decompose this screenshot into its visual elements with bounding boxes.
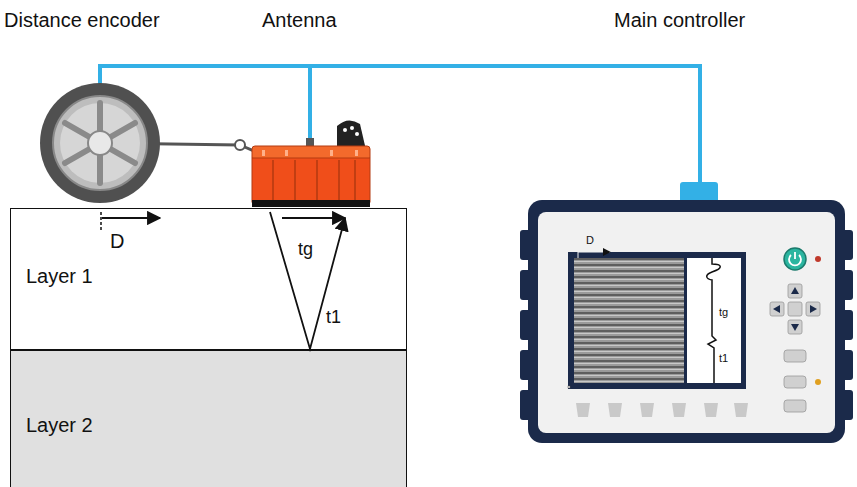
- time-symbol: tg: [298, 240, 313, 260]
- part-name: Main controller: [614, 9, 745, 31]
- ground-wave-arrow: [282, 217, 345, 219]
- time-symbol: t1: [326, 308, 341, 328]
- layer-fill: [10, 208, 407, 350]
- part-name: Antenna: [262, 9, 337, 31]
- screen-symbol: tg: [719, 306, 728, 318]
- encoder-wheel: [40, 83, 160, 203]
- layer-label: Layer 1: [26, 265, 93, 287]
- soil-layer: Layer 1: [10, 208, 407, 351]
- distance-arrow: [102, 217, 160, 219]
- screen-symbol: D: [586, 234, 594, 246]
- part-name: Distance encoder: [4, 9, 160, 31]
- cable: [100, 66, 700, 184]
- reflection-ray: [270, 212, 345, 349]
- antenna-unit: [252, 120, 370, 207]
- distance-symbol: D: [110, 230, 124, 252]
- screen-symbol: t1: [719, 352, 728, 364]
- pivot: [235, 140, 245, 150]
- distance-origin: [100, 212, 102, 232]
- main-controller: [520, 182, 853, 443]
- layer-fill: [10, 350, 407, 487]
- soil-layer: Layer 2: [10, 349, 407, 487]
- layer-label: Layer 2: [26, 414, 93, 436]
